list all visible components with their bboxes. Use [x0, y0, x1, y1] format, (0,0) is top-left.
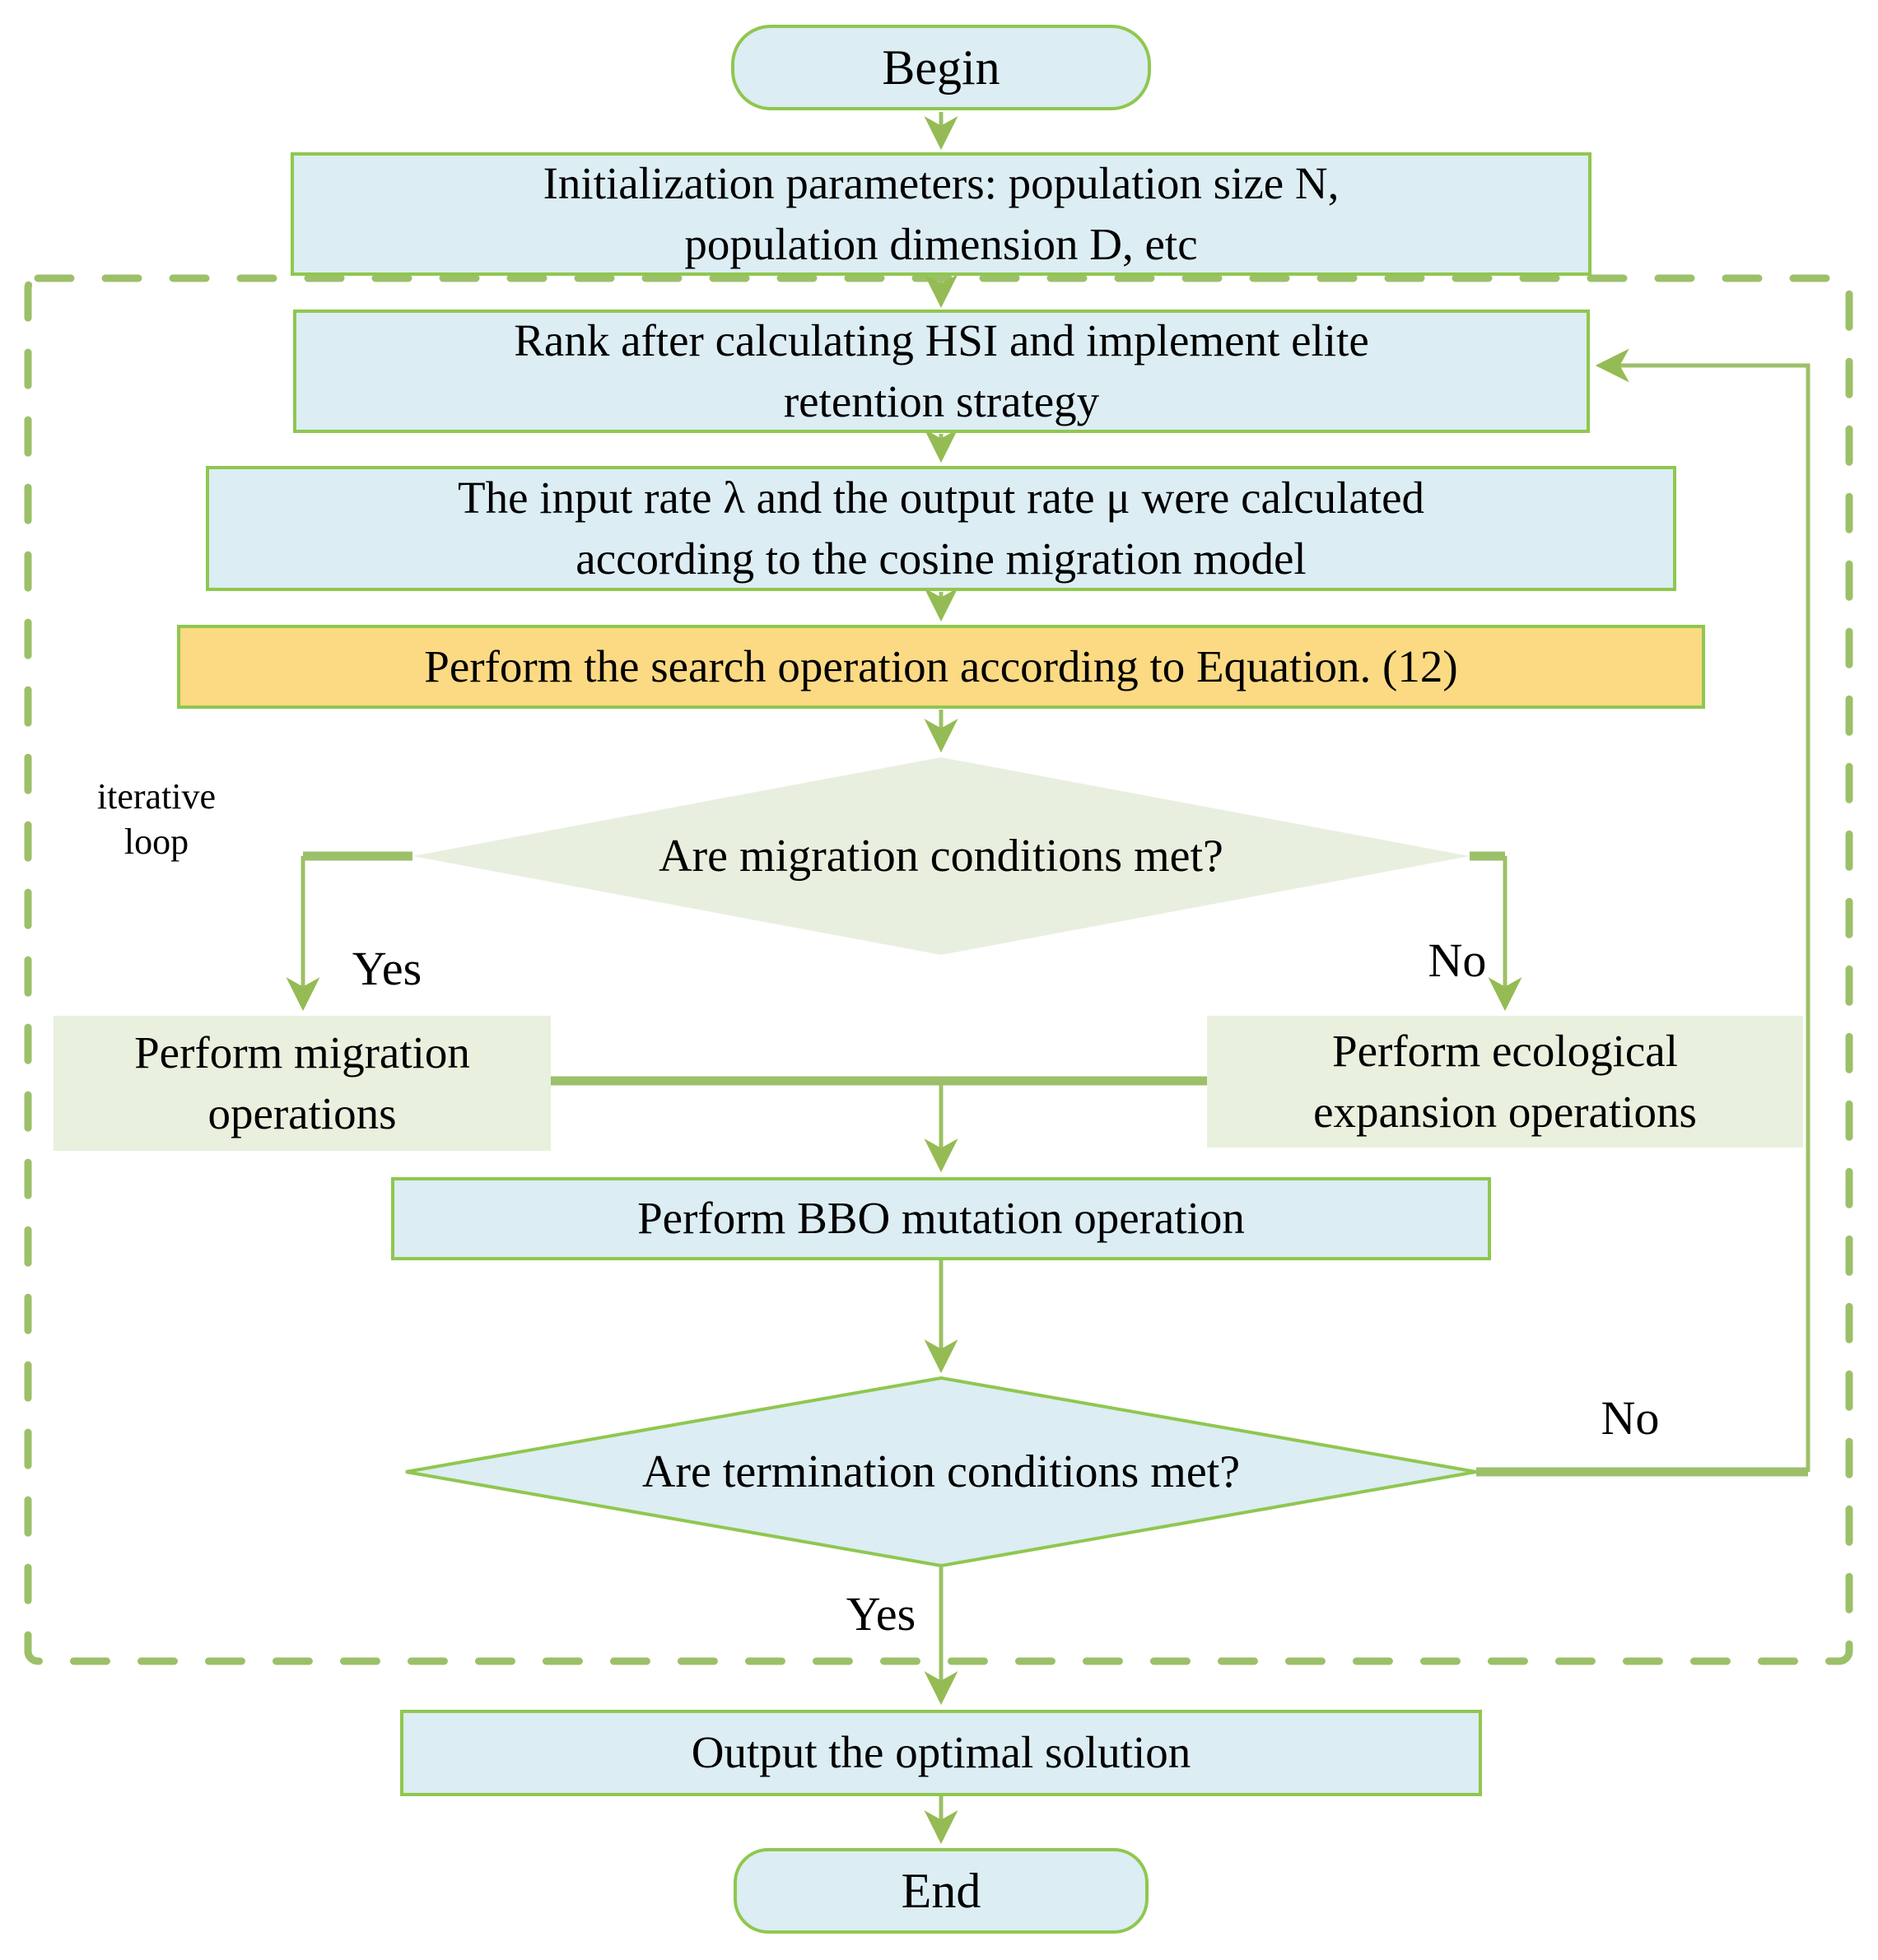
- node-initialization: Initialization parameters: population si…: [291, 152, 1591, 276]
- label-iterative-loop: iterative loop: [96, 776, 217, 862]
- label-migration-no: No: [1428, 933, 1487, 987]
- node-output-optimal-solution: Output the optimal solution: [400, 1710, 1482, 1796]
- node-search-operation: Perform the search operation according t…: [177, 625, 1705, 709]
- node-migration-decision-label: Are migration conditions met?: [659, 831, 1223, 882]
- migration-decision-diamond-shape: [412, 757, 1470, 955]
- node-bbo-mutation: Perform BBO mutation operation: [391, 1177, 1491, 1260]
- node-termination-decision-label: Are termination conditions met?: [641, 1446, 1241, 1497]
- node-ecological-expansion-operations: Perform ecological expansion operations: [1207, 1016, 1803, 1148]
- node-begin: Begin: [731, 25, 1151, 110]
- label-termination-yes: Yes: [846, 1586, 916, 1641]
- label-migration-yes: Yes: [352, 941, 422, 995]
- node-migration-operations: Perform migration operations: [54, 1016, 551, 1151]
- connector-group: [286, 112, 1810, 1845]
- edge-loop-back-to-rank: [1595, 348, 1810, 1472]
- label-termination-no: No: [1601, 1390, 1660, 1445]
- node-end: End: [734, 1848, 1149, 1934]
- node-rank-hsi-elite: Rank after calculating HSI and implement…: [293, 310, 1590, 433]
- node-cosine-migration-rates: The input rate λ and the output rate μ w…: [206, 466, 1676, 591]
